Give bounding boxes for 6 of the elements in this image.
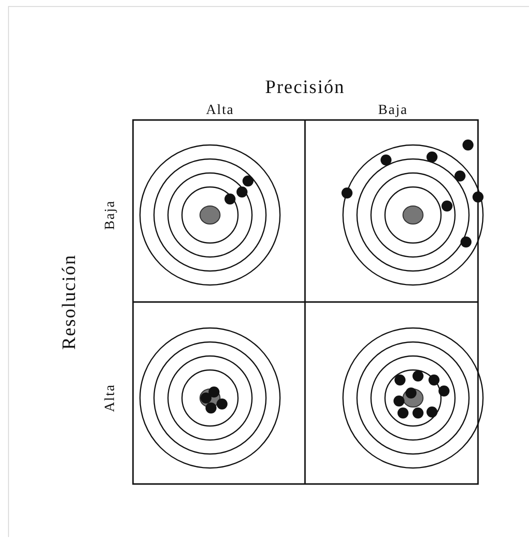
- column-label: Alta: [206, 103, 234, 119]
- axis-title: Precisión: [265, 77, 345, 99]
- column-label: Baja: [378, 103, 408, 119]
- axis-title: Resolución: [59, 254, 81, 350]
- row-label: Baja: [103, 200, 119, 230]
- row-label: Alta: [103, 384, 119, 412]
